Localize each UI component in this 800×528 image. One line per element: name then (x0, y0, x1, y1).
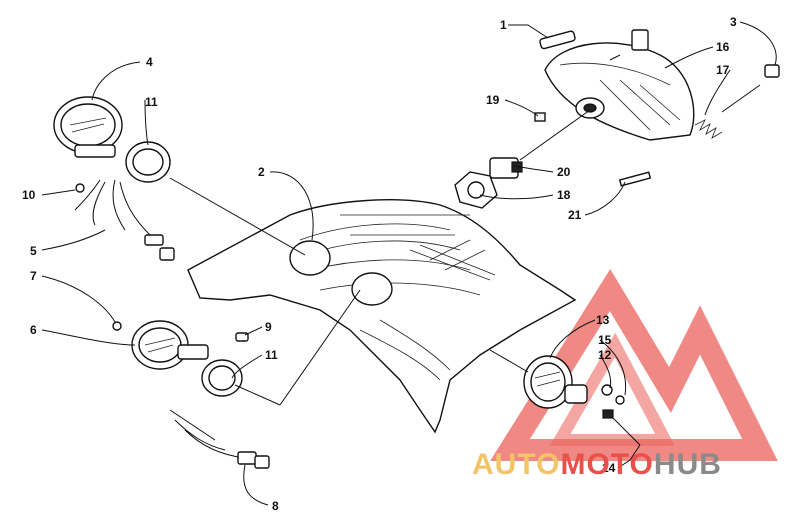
callout-8: 8 (272, 499, 279, 513)
callout-3: 3 (730, 15, 737, 29)
callout-10: 10 (22, 188, 36, 202)
wire-harness-lower (169, 409, 270, 469)
callout-11-bottom: 11 (265, 348, 278, 362)
callout-5: 5 (30, 244, 37, 258)
callout-13: 13 (596, 313, 610, 327)
watermark-auto: AUTO (472, 448, 560, 481)
headlight-housing (539, 29, 695, 141)
callout-20: 20 (557, 165, 571, 179)
callout-2: 2 (258, 165, 265, 179)
callout-7: 7 (30, 269, 37, 283)
tachometer-gauge (53, 96, 171, 183)
callout-1: 1 (500, 18, 507, 32)
callout-labels: 1 2 3 4 5 6 7 8 9 10 11 11 12 13 14 15 1… (22, 15, 737, 513)
callout-4: 4 (146, 55, 153, 69)
callout-19: 19 (486, 93, 500, 107)
hood-shroud (187, 199, 577, 434)
callout-18: 18 (557, 188, 571, 202)
watermark-moto: MOTO (560, 448, 653, 481)
callout-14: 14 (602, 461, 616, 475)
watermark-hub: HUB (654, 448, 722, 481)
callout-12: 12 (598, 348, 612, 362)
svg-text:AUTOMOTOHUB: AUTOMOTOHUB (472, 448, 722, 481)
callout-17: 17 (716, 63, 730, 77)
callout-16: 16 (716, 40, 730, 54)
bulb-socket (454, 109, 591, 209)
screw-19 (534, 112, 546, 122)
callout-21: 21 (568, 208, 582, 222)
gauge-13 (523, 355, 641, 446)
watermark-text: AUTOMOTOHUB (472, 448, 722, 481)
speedometer-gauge (112, 320, 249, 397)
callout-15: 15 (598, 333, 612, 347)
adjuster-spring (694, 64, 780, 139)
callout-6: 6 (30, 323, 37, 337)
callout-9: 9 (265, 320, 272, 334)
callout-leaders (41, 21, 777, 506)
screw-21 (618, 171, 652, 187)
wire-harness-upper (74, 179, 175, 261)
callout-11-top: 11 (145, 95, 158, 109)
connection-lines (169, 177, 529, 406)
